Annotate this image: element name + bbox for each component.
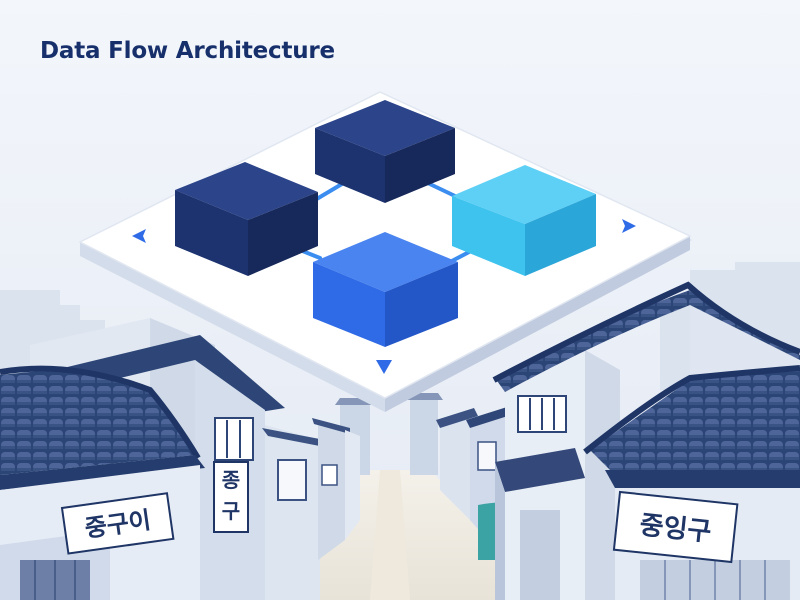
left-vertical-sign: 종 구 bbox=[213, 461, 249, 533]
page-title: Data Flow Architecture bbox=[40, 38, 335, 64]
data-block-left bbox=[175, 162, 318, 276]
data-block-bottom bbox=[313, 232, 458, 347]
chevron-left-icon bbox=[132, 229, 146, 243]
data-block-top bbox=[315, 100, 455, 203]
left-shop-sign: 중구이 bbox=[60, 492, 175, 555]
right-shop-sign: 중잉구 bbox=[612, 490, 739, 564]
street-center bbox=[370, 470, 410, 600]
left-vertical-sign-top: 종 bbox=[222, 468, 240, 492]
data-flow-platform bbox=[78, 91, 692, 412]
chevron-right-icon bbox=[622, 219, 636, 233]
right-shop-sign-text: 중잉구 bbox=[638, 510, 713, 547]
left-vertical-sign-bottom: 구 bbox=[222, 499, 240, 523]
data-block-right bbox=[452, 165, 596, 276]
chevron-down-icon bbox=[376, 360, 392, 374]
